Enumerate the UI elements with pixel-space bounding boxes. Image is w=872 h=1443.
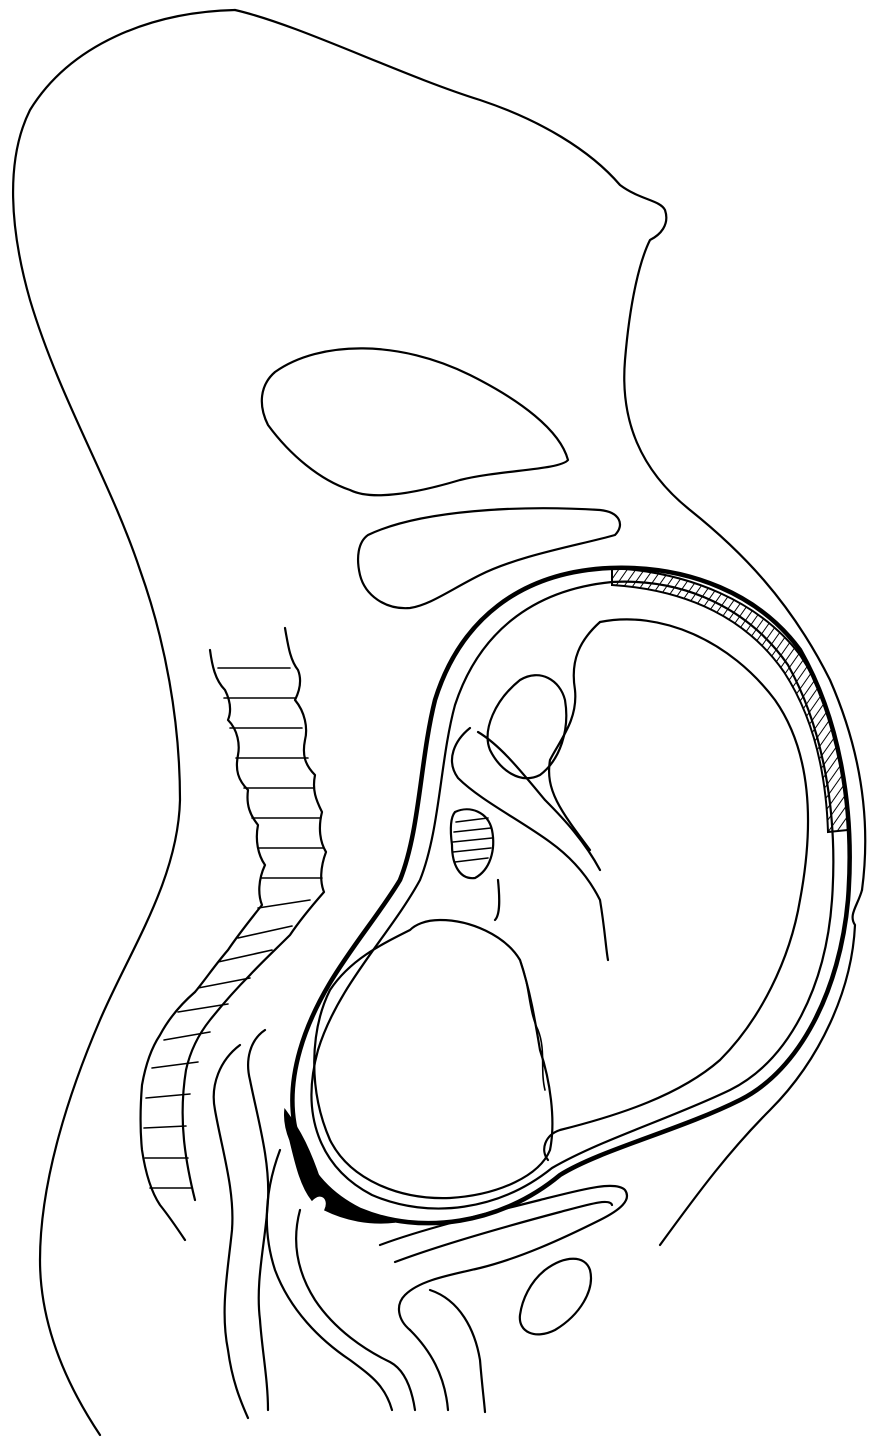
fetus-face [520, 960, 545, 1090]
back-contour [13, 10, 235, 1435]
cervix [285, 1110, 395, 1223]
rectum-inner [214, 1045, 248, 1418]
fetus-neck [495, 880, 499, 920]
fetus-foot [451, 809, 493, 878]
fetus-limb-inner [478, 732, 600, 870]
urethra [410, 1330, 448, 1410]
fetus-head [314, 920, 552, 1198]
thoracic-organ [262, 348, 568, 495]
upper-abdominal-organ [358, 508, 620, 608]
placenta [612, 568, 848, 832]
rectum [248, 1030, 268, 1410]
anterior-wall [430, 1290, 485, 1412]
pubic-symphysis [520, 1259, 591, 1335]
fetus-back-curve [549, 622, 600, 850]
uterus-outer-wall [293, 568, 850, 1223]
fetus-knee [488, 675, 567, 778]
